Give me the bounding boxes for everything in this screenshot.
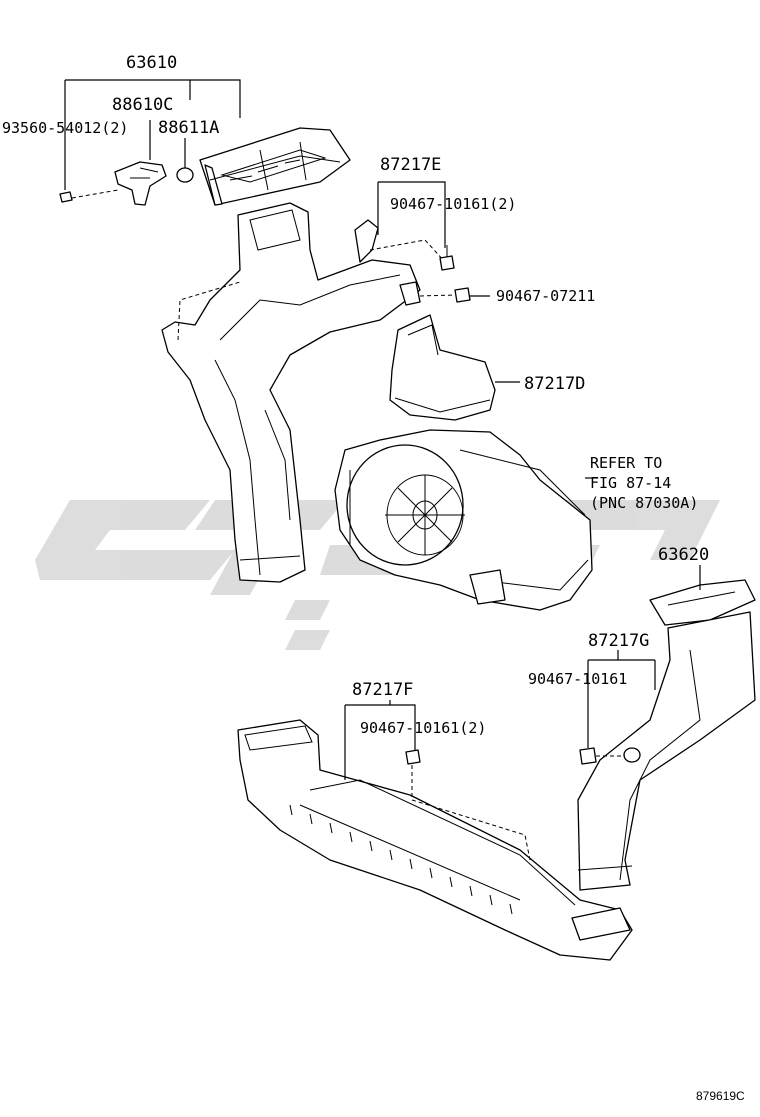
callout-87217d: 87217D	[524, 374, 585, 394]
callout-90467-10161-e: 90467-10161(2)	[390, 195, 516, 213]
duct-rib	[489, 894, 493, 906]
bolt-90467-10161-f	[405, 749, 421, 765]
callout-88611a: 88611A	[158, 118, 219, 138]
duct-rib	[409, 858, 413, 870]
duct-rib	[369, 840, 373, 852]
duct-rib	[469, 885, 473, 897]
callout-63620: 63620	[658, 545, 709, 565]
refer-line-2: FIG 87-14	[590, 474, 671, 492]
duct-rib	[449, 876, 453, 888]
bolt-90467-10161-g	[579, 747, 597, 765]
duct-rib	[309, 813, 313, 825]
callout-87217f: 87217F	[352, 680, 413, 700]
duct-rib	[389, 849, 393, 861]
part-87217f-duct	[237, 719, 633, 961]
callout-93560-54012: 93560-54012(2)	[2, 119, 128, 137]
dash-screw-to-bracket	[71, 189, 119, 199]
part-63610-vent	[199, 127, 351, 206]
callout-87217e: 87217E	[380, 155, 441, 175]
callout-90467-10161-g: 90467-10161	[528, 670, 627, 688]
part-87217g-duct	[577, 611, 756, 891]
duct-rib	[289, 804, 293, 816]
callout-90467-10161-f: 90467-10161(2)	[360, 719, 486, 737]
refer-line-1: REFER TO	[590, 454, 662, 472]
upper-left-duct	[161, 202, 421, 583]
dash-duct-e-bolt	[369, 239, 446, 263]
part-87217d-duct	[389, 314, 496, 421]
duct-rib	[329, 822, 333, 834]
part-88610c-bracket	[114, 161, 167, 206]
duct-rib	[509, 903, 513, 915]
blower-assembly	[334, 429, 593, 611]
bolt-90467-10161-e	[439, 245, 455, 271]
callout-63610: 63610	[126, 53, 177, 73]
bolt-90467-07211	[454, 287, 471, 303]
duct-rib	[349, 831, 353, 843]
callout-90467-07211: 90467-07211	[496, 287, 595, 305]
callout-88610c: 88610C	[112, 95, 173, 115]
dash-duct-bolt-07211	[419, 294, 456, 297]
leader-lines	[64, 79, 701, 780]
part-93560-screw	[59, 191, 73, 203]
refer-line-3: (PNC 87030A)	[590, 494, 698, 512]
figure-code: 879619C	[696, 1089, 745, 1103]
part-88611a-clip	[176, 167, 194, 183]
dash-f-bolt	[411, 765, 531, 861]
callout-87217g: 87217G	[588, 631, 649, 651]
duct-rib	[429, 867, 433, 879]
